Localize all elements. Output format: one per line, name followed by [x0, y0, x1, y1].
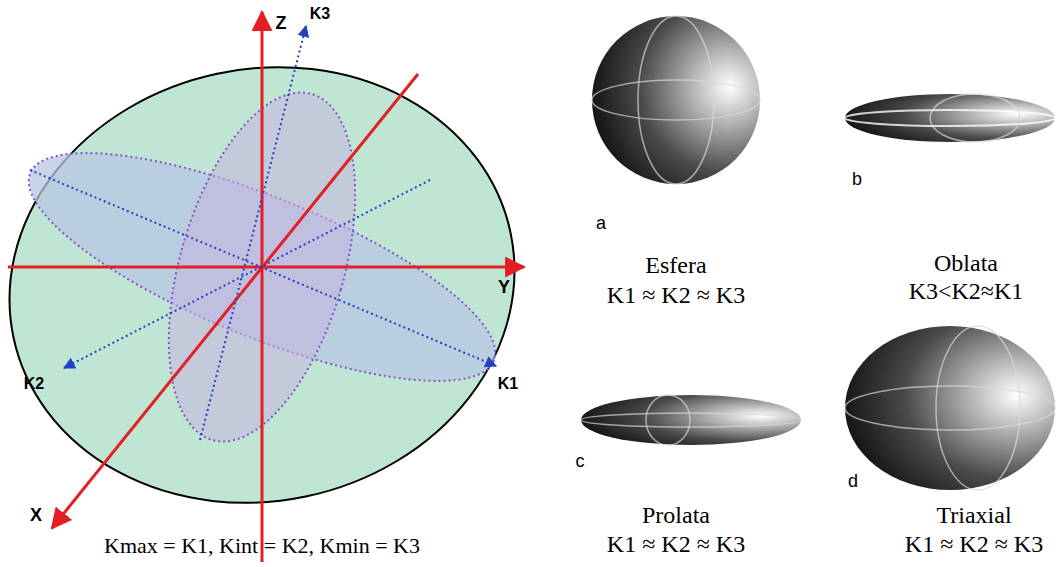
axis-label: K3 — [310, 5, 330, 23]
y-axis — [8, 266, 524, 269]
k1-axis — [30, 170, 496, 366]
prolate-shape — [581, 395, 801, 445]
shape-name: Prolata — [642, 502, 710, 528]
shape-name: Oblata — [934, 250, 998, 276]
axis-relation: K1 ≈ K2 ≈ K3 — [607, 531, 745, 557]
ellipsoid-outline — [0, 21, 555, 549]
axis-label: Y — [498, 278, 510, 298]
k3-axis — [200, 26, 306, 440]
axis-label: K2 — [24, 375, 44, 393]
panel-letter: a — [596, 214, 606, 234]
shape-name: Triaxial — [936, 502, 1011, 528]
oblate-shape — [845, 94, 1055, 142]
panel-letter: d — [848, 472, 858, 492]
z-axis — [261, 12, 264, 562]
axis-relation: K1 ≈ K2 ≈ K3 — [607, 282, 745, 308]
axis-label: X — [30, 506, 42, 526]
sphere-shape — [592, 16, 760, 184]
axis-label: Z — [276, 14, 287, 34]
x-axis — [52, 74, 418, 528]
k2-axis — [64, 180, 430, 368]
axis-relation: K3<K2≈K1 — [909, 278, 1024, 304]
triaxial-shape — [845, 326, 1055, 490]
panel-letter: b — [852, 170, 862, 190]
caption-text: Kmax = K1, Kint = K2, Kmin = K3 — [104, 534, 420, 558]
axis-relation: K1 ≈ K2 ≈ K3 — [905, 531, 1043, 557]
axis-label: K1 — [498, 375, 518, 393]
panel-letter: c — [576, 452, 585, 472]
shape-name: Esfera — [645, 252, 706, 278]
